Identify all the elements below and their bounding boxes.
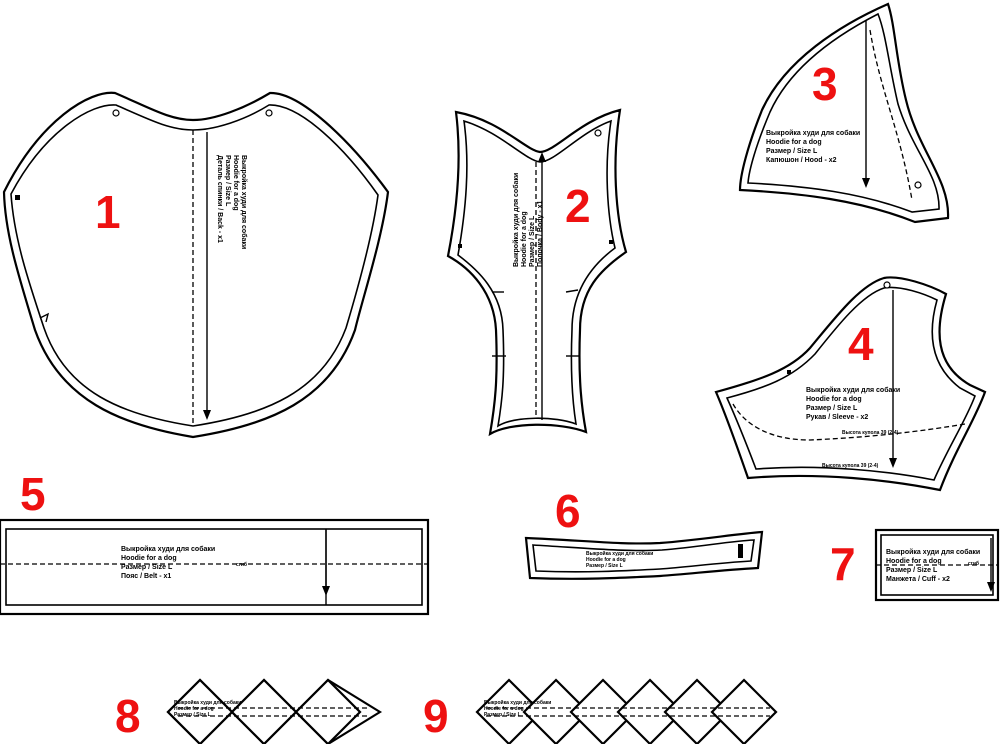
piece-label-line: Размер / Size L bbox=[484, 712, 521, 718]
piece-label-line: Размер / Size L bbox=[886, 567, 938, 574]
piece-label-line: Деталь спинки / Back - x1 bbox=[216, 155, 223, 243]
piece-label-line: Выкройка худи для собаки bbox=[174, 699, 241, 706]
piece-label-line: Hoodie for a dog bbox=[766, 139, 822, 146]
notch-icon bbox=[609, 240, 613, 244]
piece-number: 3 bbox=[812, 58, 838, 110]
piece-label-line: Hoodie for a dog bbox=[174, 706, 214, 712]
piece-label-line: Размер / Size L bbox=[529, 215, 536, 267]
piece-label-line: Выкройка худи для собаки bbox=[886, 548, 980, 556]
piece-label-line: Размер / Size L bbox=[806, 405, 858, 412]
piece-note: Высота купола 39 (2-4) bbox=[842, 430, 899, 436]
piece-label-line: Капюшон / Hood - x2 bbox=[766, 157, 837, 164]
notch-icon bbox=[594, 129, 602, 137]
piece-5-belt: 5 Выкройка худи для собаки Hoodie for a … bbox=[0, 468, 430, 616]
notch-icon bbox=[914, 181, 922, 189]
piece-2-body: 2 Выкройка худи для собаки Hoodie for a … bbox=[446, 108, 628, 437]
piece-label-line: Hoodie for a dog bbox=[232, 155, 239, 211]
piece-number: 5 bbox=[20, 468, 46, 520]
piece-label-line: Размер / Size L bbox=[766, 148, 818, 155]
piece-label-line: Выкройка худи для собаки bbox=[484, 699, 551, 706]
piece-label-line: Выкройка худи для собаки bbox=[806, 386, 900, 394]
piece-label-line: Hoodie for a dog bbox=[886, 558, 942, 565]
piece-note: сгиб bbox=[968, 560, 979, 567]
piece-6: 6 Выкройка худи для собаки Hoodie for a … bbox=[524, 485, 764, 580]
notch-icon bbox=[458, 244, 462, 248]
piece-label-line: Размер / Size L bbox=[224, 155, 231, 207]
piece-note: Высота купола 39 (2-4) bbox=[822, 463, 879, 469]
piece-label-line: Hoodie for a dog bbox=[484, 706, 524, 712]
piece-number: 4 bbox=[848, 318, 874, 370]
piece-label-line: Пояс / Belt - x1 bbox=[121, 573, 171, 580]
piece-4-sleeve: 4 Выкройка худи для собаки Hoodie for a … bbox=[714, 276, 987, 492]
piece-7-cuff: 7 Выкройка худи для собаки Hoodie for a … bbox=[830, 528, 1000, 602]
piece-label-line: Hoodie for a dog bbox=[806, 396, 862, 403]
notch-icon bbox=[265, 109, 273, 117]
notch-icon bbox=[15, 195, 20, 200]
piece-label-line: Размер / Size L bbox=[174, 712, 211, 718]
piece-9-diamond-strip: 9 Выкройка худи для собаки Hoodie for a … bbox=[423, 678, 778, 744]
piece-label-line: Размер / Size L bbox=[121, 564, 173, 571]
piece-number: 1 bbox=[95, 186, 121, 238]
piece-label-line: Выкройка худи для собаки bbox=[512, 173, 520, 267]
piece-3-hood: 3 Выкройка худи для собаки Hoodie for a … bbox=[738, 2, 950, 224]
piece-1-back: 1 Выкройка худи для собаки Hoodie for a … bbox=[2, 91, 390, 439]
piece-label-line: Выкройка худи для собаки bbox=[586, 550, 653, 557]
piece-label-line: Hoodie for a dog bbox=[521, 211, 528, 267]
piece-8-diamond-strip: 8 Выкройка худи для собаки Hoodie for a … bbox=[115, 678, 383, 744]
piece-label-line: Полочка / Body - x1 bbox=[537, 201, 544, 267]
notch-icon bbox=[738, 544, 743, 558]
piece-label-line: Выкройка худи для собаки bbox=[240, 155, 248, 249]
piece-label-line: Выкройка худи для собаки bbox=[766, 129, 860, 137]
notch-icon bbox=[883, 281, 891, 289]
piece-number: 9 bbox=[423, 690, 449, 742]
piece-label-line: Hoodie for a dog bbox=[586, 557, 626, 563]
piece-label-line: Размер / Size L bbox=[586, 563, 623, 569]
piece-label-line: Рукав / Sleeve - x2 bbox=[806, 414, 868, 421]
piece-number: 8 bbox=[115, 690, 141, 742]
piece-number: 6 bbox=[555, 485, 581, 537]
notch-icon bbox=[787, 370, 791, 374]
piece-number: 7 bbox=[830, 538, 856, 590]
piece-note: сгиб bbox=[236, 561, 247, 568]
piece-number: 2 bbox=[565, 180, 591, 232]
piece-label-line: Hoodie for a dog bbox=[121, 555, 177, 562]
piece-label-line: Выкройка худи для собаки bbox=[121, 545, 215, 553]
piece-label-line: Манжета / Cuff - x2 bbox=[886, 576, 950, 583]
notch-icon bbox=[112, 109, 120, 117]
